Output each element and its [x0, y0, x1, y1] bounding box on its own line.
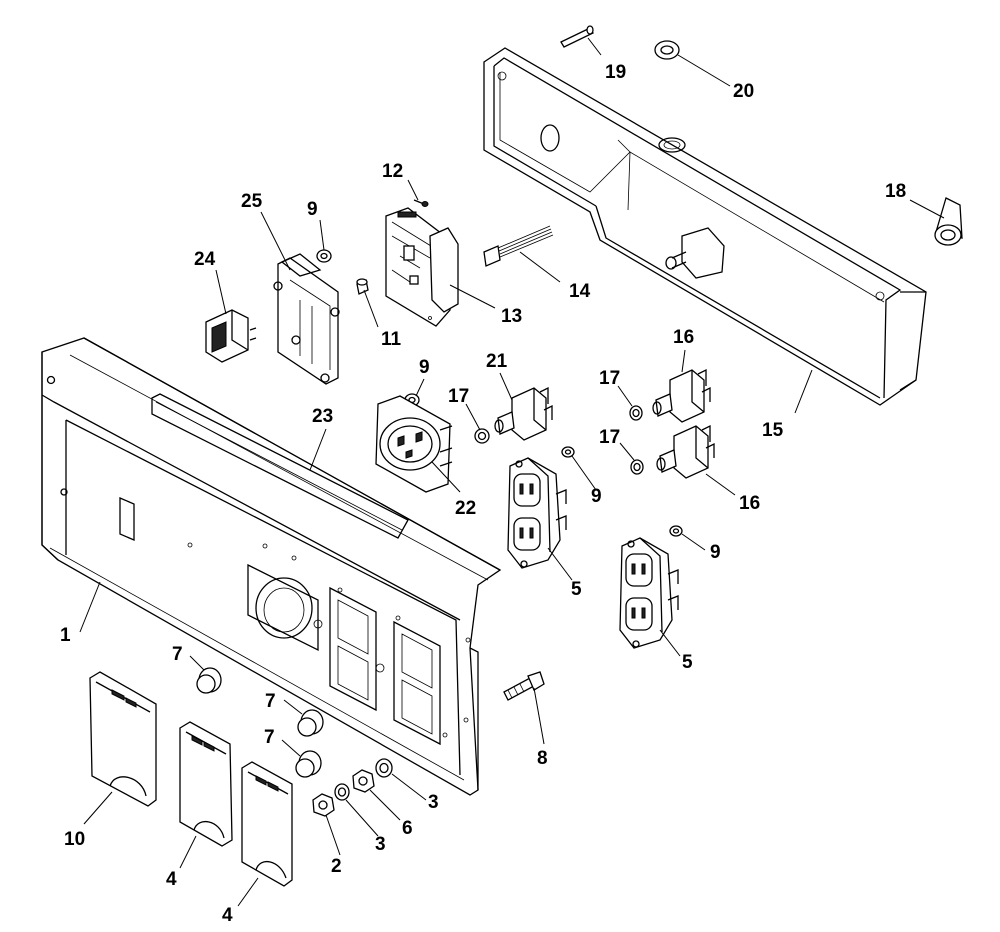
callout-17a: 17 — [599, 368, 620, 389]
callout-8: 8 — [537, 748, 548, 769]
callout-10: 10 — [64, 829, 85, 850]
callout-9c: 9 — [591, 486, 602, 507]
part-24-rocker-switch — [205, 309, 257, 363]
callout-12: 12 — [382, 161, 403, 182]
callout-9a: 9 — [307, 199, 318, 220]
part-7-cap-b — [297, 709, 324, 737]
part-7-cap-c — [295, 750, 322, 778]
callout-4a: 4 — [166, 869, 177, 890]
part-21-breaker — [494, 386, 553, 441]
callout-13: 13 — [501, 306, 522, 327]
callout-25: 25 — [241, 191, 263, 212]
part-16-breaker-b — [656, 424, 715, 479]
callout-3b: 3 — [428, 792, 439, 813]
callout-3a: 3 — [375, 834, 386, 855]
callout-labels: 1 2 3 3 4 4 5 5 6 7 7 7 8 9 9 9 9 10 11 … — [60, 62, 906, 926]
callout-23: 23 — [312, 406, 333, 427]
callout-18: 18 — [885, 181, 906, 202]
callout-14: 14 — [569, 281, 591, 302]
callout-7b: 7 — [265, 691, 276, 712]
callout-5a: 5 — [571, 579, 582, 600]
part-13-circuit-board — [385, 207, 459, 327]
part-9-nut-d — [669, 525, 683, 537]
part-17-washer-a — [474, 428, 490, 444]
callout-17b: 17 — [448, 386, 469, 407]
callout-9d: 9 — [710, 542, 721, 563]
part-11-standoff — [356, 278, 369, 295]
part-2-nut — [312, 793, 335, 817]
part-4-cover-b — [241, 761, 293, 887]
part-8-bolt — [503, 671, 545, 701]
callout-9b: 9 — [419, 357, 430, 378]
callout-19: 19 — [605, 62, 626, 83]
callout-20: 20 — [733, 81, 754, 102]
callout-16a: 16 — [673, 327, 694, 348]
leader-lines — [79, 37, 945, 907]
part-3-washer-a — [334, 783, 350, 801]
part-18-cap — [934, 197, 963, 246]
callout-17c: 17 — [599, 427, 620, 448]
part-5-duplex-outlet-a — [507, 457, 567, 569]
part-6-nut — [352, 769, 375, 793]
part-4-cover-a — [179, 721, 233, 847]
part-9-nut-a — [316, 249, 332, 263]
part-15-housing — [483, 47, 927, 406]
callout-6: 6 — [402, 818, 413, 839]
callout-11: 11 — [381, 329, 402, 350]
part-25-bracket — [273, 253, 340, 385]
callout-7a: 7 — [172, 644, 183, 665]
part-19-pin — [560, 25, 594, 48]
part-17-washer-c — [630, 459, 644, 475]
part-17-washer-b — [629, 405, 643, 421]
callout-15: 15 — [762, 420, 784, 441]
callout-24: 24 — [194, 249, 216, 270]
part-9-nut-c — [561, 446, 575, 458]
callout-16b: 16 — [739, 493, 760, 514]
callout-2: 2 — [331, 856, 342, 877]
part-22-receptacle — [375, 395, 453, 493]
part-1-control-panel — [41, 337, 502, 796]
part-20-grommet — [654, 40, 680, 60]
part-7-cap-a — [196, 667, 222, 694]
part-5-duplex-outlet-b — [619, 537, 679, 649]
part-12-screw — [413, 199, 429, 207]
part-10-cover — [89, 671, 157, 807]
callout-22: 22 — [455, 498, 476, 519]
callout-7c: 7 — [264, 727, 275, 748]
callout-21: 21 — [486, 351, 508, 372]
part-14-connector — [483, 225, 554, 267]
callout-5b: 5 — [682, 652, 693, 673]
callout-4b: 4 — [222, 905, 233, 926]
callout-1: 1 — [60, 625, 71, 646]
part-16-breaker-a — [652, 368, 711, 423]
part-3-washer-b — [375, 758, 393, 778]
